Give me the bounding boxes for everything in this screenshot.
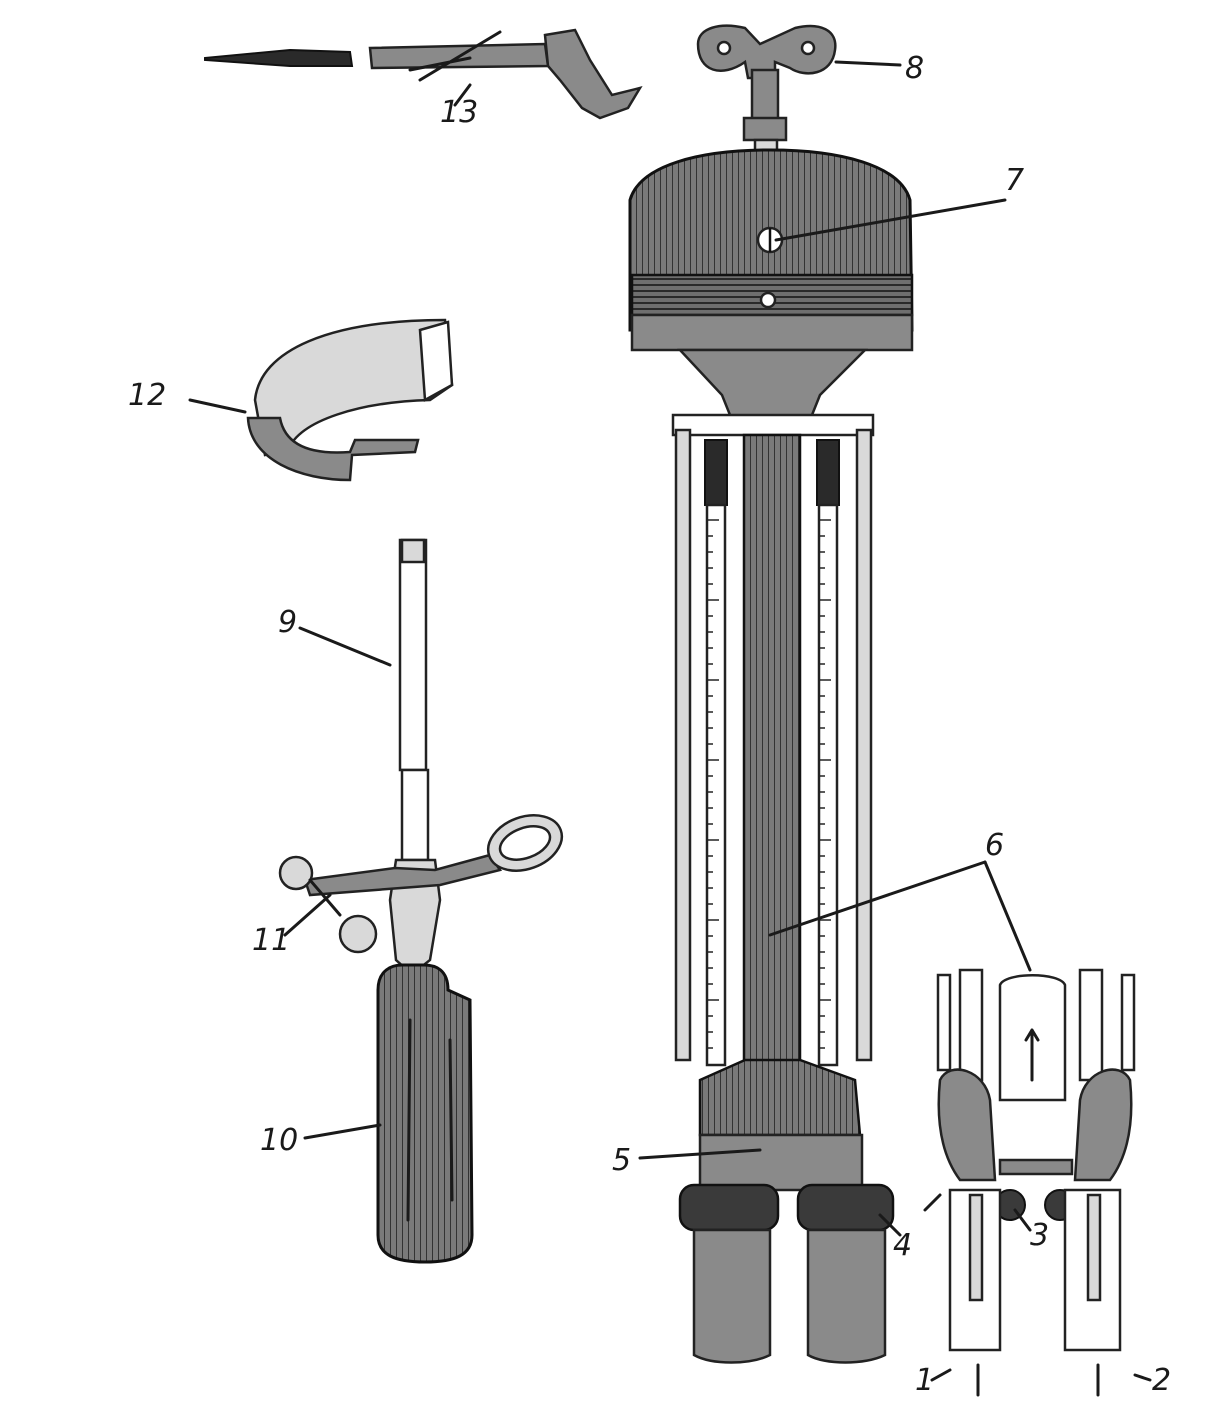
label-5: 5 bbox=[612, 1143, 631, 1178]
callout-labels: 8 7 6 5 4 3 1 2 9 10 11 12 13 bbox=[128, 51, 1171, 1398]
label-11: 11 bbox=[252, 923, 290, 958]
wall-bracket bbox=[204, 28, 643, 120]
label-2: 2 bbox=[1152, 1363, 1171, 1398]
label-6: 6 bbox=[985, 828, 1004, 863]
label-7: 7 bbox=[1005, 163, 1024, 198]
label-8: 8 bbox=[905, 51, 924, 86]
label-10: 10 bbox=[260, 1123, 298, 1158]
label-9: 9 bbox=[278, 605, 297, 640]
psychrometer-main bbox=[628, 24, 914, 1364]
wind-shield-ring bbox=[246, 318, 454, 482]
leader-lines bbox=[188, 60, 1152, 1382]
label-12: 12 bbox=[128, 378, 166, 413]
thermometer-scale-right bbox=[819, 519, 831, 1049]
thermometer-scale-left bbox=[707, 519, 719, 1049]
label-3: 3 bbox=[1030, 1218, 1049, 1253]
label-13: 13 bbox=[440, 95, 478, 130]
label-4: 4 bbox=[893, 1228, 912, 1263]
cross-section-detail bbox=[936, 968, 1136, 1397]
wetting-pipette bbox=[278, 538, 564, 1264]
label-1: 1 bbox=[915, 1363, 934, 1398]
